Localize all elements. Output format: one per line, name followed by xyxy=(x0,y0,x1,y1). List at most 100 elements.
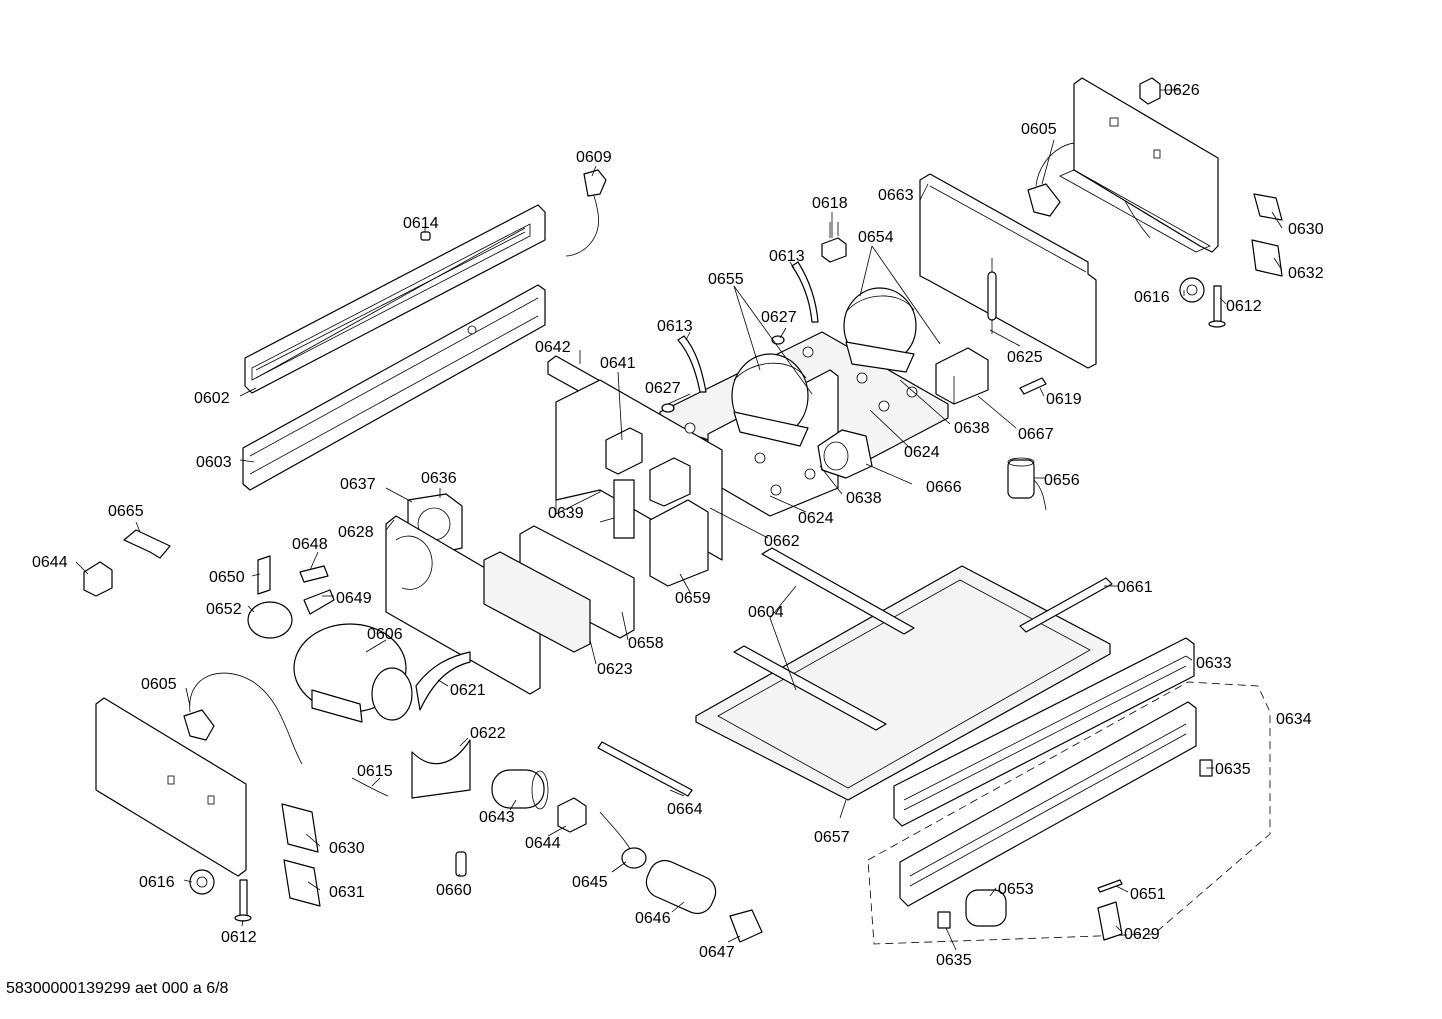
callout-0642: 0642 xyxy=(535,339,571,356)
callout-0643: 0643 xyxy=(479,809,515,826)
part-0634-outline xyxy=(867,681,1271,945)
part-0633 xyxy=(893,637,1195,827)
part-0618 xyxy=(821,222,847,263)
callout-0633: 0633 xyxy=(1196,655,1232,672)
part-0609 xyxy=(565,169,607,257)
callout-0666: 0666 xyxy=(926,479,962,496)
callout-0604: 0604 xyxy=(748,604,784,621)
part-lower-left-panel xyxy=(95,697,247,877)
callout-0622: 0622 xyxy=(470,725,506,742)
callout-0628: 0628 xyxy=(338,524,374,541)
part-0651 xyxy=(1097,879,1123,893)
part-0631-left xyxy=(283,859,321,907)
part-0643 xyxy=(491,769,549,810)
part-0604-a xyxy=(733,645,887,731)
callout-0603: 0603 xyxy=(196,454,232,471)
callout-0644-left: 0644 xyxy=(32,554,68,571)
callout-0646: 0646 xyxy=(635,910,671,927)
callout-0637: 0637 xyxy=(340,476,376,493)
callout-0667: 0667 xyxy=(1018,426,1054,443)
part-0612-right xyxy=(1208,285,1226,328)
part-0613-b xyxy=(791,261,819,323)
callout-0605-upper: 0605 xyxy=(1021,121,1057,138)
callout-0616-right: 0616 xyxy=(1134,289,1170,306)
part-0630-right xyxy=(1253,193,1283,221)
callout-0639: 0639 xyxy=(548,505,584,522)
callout-0657: 0657 xyxy=(814,829,850,846)
part-0667 xyxy=(935,347,989,405)
part-0664 xyxy=(597,741,693,797)
part-0626 xyxy=(1139,77,1161,105)
part-0650 xyxy=(257,555,271,595)
callout-0618: 0618 xyxy=(812,195,848,212)
part-0665 xyxy=(123,529,171,559)
callout-0619: 0619 xyxy=(1046,391,1082,408)
callout-0626: 0626 xyxy=(1164,82,1200,99)
callout-0662: 0662 xyxy=(764,533,800,550)
callout-0660: 0660 xyxy=(436,882,472,899)
callout-0629: 0629 xyxy=(1124,926,1160,943)
part-0655 xyxy=(731,353,809,447)
callout-0616-left: 0616 xyxy=(139,874,175,891)
parts-drawing xyxy=(83,77,1283,945)
part-0653 xyxy=(965,889,1007,927)
callout-0648: 0648 xyxy=(292,536,328,553)
part-0613-a xyxy=(677,335,707,393)
part-0654 xyxy=(843,287,917,373)
callout-0656: 0656 xyxy=(1044,472,1080,489)
part-0621 xyxy=(415,651,471,711)
part-0645 xyxy=(599,811,647,869)
part-0659 xyxy=(649,457,709,587)
part-0663 xyxy=(919,173,1097,369)
callout-0636: 0636 xyxy=(421,470,457,487)
callout-0644-lower: 0644 xyxy=(525,835,561,852)
callout-0652: 0652 xyxy=(206,601,242,618)
callout-0613-upper: 0613 xyxy=(769,248,805,265)
callout-0635-right: 0635 xyxy=(1215,761,1251,778)
part-0606 xyxy=(293,623,413,723)
part-0660 xyxy=(455,851,467,877)
part-0615 xyxy=(351,777,389,797)
callout-0606: 0606 xyxy=(367,626,403,643)
part-0628 xyxy=(385,515,541,695)
part-0641 xyxy=(605,427,643,539)
callout-0638-lower: 0638 xyxy=(846,490,882,507)
callout-0645: 0645 xyxy=(572,874,608,891)
callout-0649: 0649 xyxy=(336,590,372,607)
part-0666 xyxy=(817,429,873,479)
callout-0625: 0625 xyxy=(1007,349,1043,366)
callout-0647: 0647 xyxy=(699,944,735,961)
part-0629 xyxy=(1097,901,1123,941)
part-0644-left xyxy=(83,561,113,597)
callout-0624-upper: 0624 xyxy=(904,444,940,461)
callout-labels: 0602 0603 0604 0605 0605 0606 0609 0612 … xyxy=(32,82,1324,969)
part-0619 xyxy=(1019,377,1047,395)
document-id-footer: 58300000139299 aet 000 a 6/8 xyxy=(6,980,229,997)
part-0658 xyxy=(483,525,635,653)
part-0612-left xyxy=(234,879,252,922)
callout-0605-lower: 0605 xyxy=(141,676,177,693)
part-0627-a xyxy=(661,403,675,413)
callout-0612-left: 0612 xyxy=(221,929,257,946)
callout-0632: 0632 xyxy=(1288,265,1324,282)
callout-0650: 0650 xyxy=(209,569,245,586)
part-0602 xyxy=(244,204,546,394)
part-0646 xyxy=(645,859,717,915)
callout-0658: 0658 xyxy=(628,635,664,652)
part-0657 xyxy=(695,565,1111,801)
part-0644-lower xyxy=(557,797,587,833)
callout-0630-right: 0630 xyxy=(1288,221,1324,238)
part-0614 xyxy=(420,231,431,241)
callout-0641: 0641 xyxy=(600,355,636,372)
callout-0664: 0664 xyxy=(667,801,703,818)
part-0605-lower xyxy=(183,672,303,765)
part-0661 xyxy=(1019,577,1113,633)
part-upper-right-panel xyxy=(1059,77,1219,253)
part-0604-b xyxy=(761,547,915,635)
part-0632-right xyxy=(1251,239,1283,277)
part-0635-bottom xyxy=(937,911,951,929)
callout-0621: 0621 xyxy=(450,682,486,699)
callout-0609: 0609 xyxy=(576,149,612,166)
callout-0635-bottom: 0635 xyxy=(936,952,972,969)
part-0616-right xyxy=(1179,277,1205,303)
